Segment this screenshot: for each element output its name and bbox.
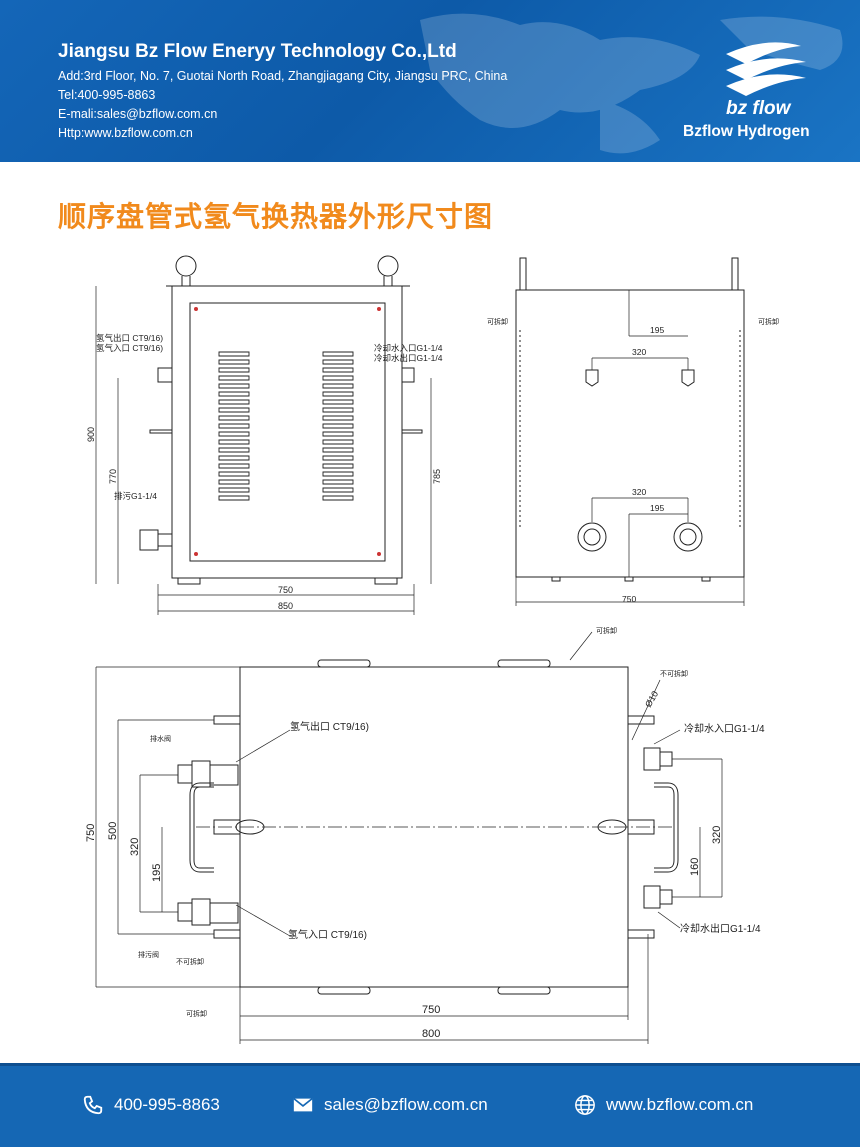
top-dim-160: 160	[689, 858, 701, 876]
side-dim-320b: 320	[632, 487, 646, 497]
top-label-phi10: Ø10	[643, 689, 660, 709]
top-label-removable-bottom: 可拆卸	[186, 1009, 207, 1018]
side-dim-195b: 195	[650, 503, 664, 513]
front-view	[95, 255, 432, 615]
front-label-h2-out: 氢气出口 CT9/16)	[96, 333, 163, 343]
top-label-nonremovable-bottom: 不可拆卸	[176, 957, 204, 966]
mail-icon	[293, 1097, 313, 1112]
side-label-left: 可拆卸	[487, 317, 508, 326]
company-name: Jiangsu Bz Flow Eneryy Technology Co.,Lt…	[58, 41, 457, 62]
front-dim-770: 770	[108, 469, 118, 484]
lifting-eye-left	[175, 255, 197, 277]
globe-icon	[575, 1095, 595, 1115]
side-dim-320a: 320	[632, 347, 646, 357]
side-port-right	[673, 522, 703, 552]
logo-text: Bzflow Hydrogen	[683, 123, 810, 140]
lifting-eye-right	[377, 255, 399, 277]
side-port-left	[577, 522, 607, 552]
front-dim-850: 850	[278, 601, 293, 611]
front-cabinet	[171, 285, 403, 579]
company-website: Http:www.bzflow.com.cn	[58, 126, 193, 140]
footer-phone-text: 400-995-8863	[114, 1095, 220, 1114]
top-label-cool-out: 冷却水出口G1-1/4	[680, 922, 761, 935]
top-label-drain: 排污阀	[138, 950, 159, 959]
footer-phone[interactable]: 400-995-8863	[82, 1094, 220, 1116]
top-view	[95, 631, 723, 1044]
company-tel: Tel:400-995-8863	[58, 88, 156, 102]
top-dim-500: 500	[107, 822, 119, 840]
front-label-h2-in: 氢气入口 CT9/16)	[96, 343, 163, 353]
top-label-cool-in: 冷却水入口G1-1/4	[684, 722, 765, 735]
side-cabinet	[515, 289, 745, 578]
side-dim-750: 750	[622, 594, 636, 604]
side-nut-left	[585, 369, 599, 387]
bzflow-logo-icon: bz flow	[726, 42, 806, 119]
front-dim-785: 785	[432, 469, 442, 484]
top-dim-750h: 750	[422, 1004, 440, 1016]
top-dim-800: 800	[422, 1028, 440, 1040]
front-label-cool-in: 冷却水入口G1-1/4	[374, 343, 443, 353]
top-label-vent: 排水阀	[150, 734, 171, 743]
front-dim-750: 750	[278, 585, 293, 595]
front-dim-900: 900	[86, 427, 96, 442]
logo-mark: bz flow	[726, 98, 792, 119]
company-email: E-mali:sales@bzflow.com.cn	[58, 107, 218, 121]
side-nut-right	[681, 369, 695, 387]
footer-email-text: sales@bzflow.com.cn	[324, 1095, 488, 1114]
world-map-background	[420, 13, 843, 154]
side-view	[515, 257, 745, 606]
footer-website[interactable]: www.bzflow.com.cn	[574, 1094, 753, 1116]
footer-email[interactable]: sales@bzflow.com.cn	[292, 1094, 488, 1116]
top-dim-320r: 320	[711, 826, 723, 844]
side-label-right: 可拆卸	[758, 317, 779, 326]
top-dim-750v: 750	[85, 824, 97, 842]
top-label-h2-in: 氢气入口 CT9/16)	[288, 928, 367, 941]
top-label-h2-out: 氢气出口 CT9/16)	[290, 720, 369, 733]
louvers-left	[218, 351, 250, 501]
footer-website-text: www.bzflow.com.cn	[606, 1095, 754, 1114]
page-header: Jiangsu Bz Flow Eneryy Technology Co.,Lt…	[0, 0, 860, 162]
top-dim-320l: 320	[129, 838, 141, 856]
top-label-nonremovable-top: 不可拆卸	[660, 669, 688, 678]
front-panel	[189, 302, 386, 562]
front-label-cool-out: 冷却水出口G1-1/4	[374, 353, 443, 363]
top-label-removable-top: 可拆卸	[596, 626, 617, 635]
page-footer: 400-995-8863 sales@bzflow.com.cn www.bzf…	[0, 1057, 860, 1147]
phone-icon	[83, 1095, 103, 1115]
side-dim-195a: 195	[650, 325, 664, 335]
technical-drawing: 氢气出口 CT9/16) 氢气入口 CT9/16) 冷却水入口G1-1/4 冷却…	[85, 255, 779, 1044]
front-label-drain: 排污G1-1/4	[114, 491, 157, 501]
company-address: Add:3rd Floor, No. 7, Guotai North Road,…	[58, 69, 508, 83]
louvers-right	[322, 351, 354, 501]
page-title: 顺序盘管式氢气换热器外形尺寸图	[58, 200, 494, 233]
top-dim-195: 195	[151, 864, 163, 882]
